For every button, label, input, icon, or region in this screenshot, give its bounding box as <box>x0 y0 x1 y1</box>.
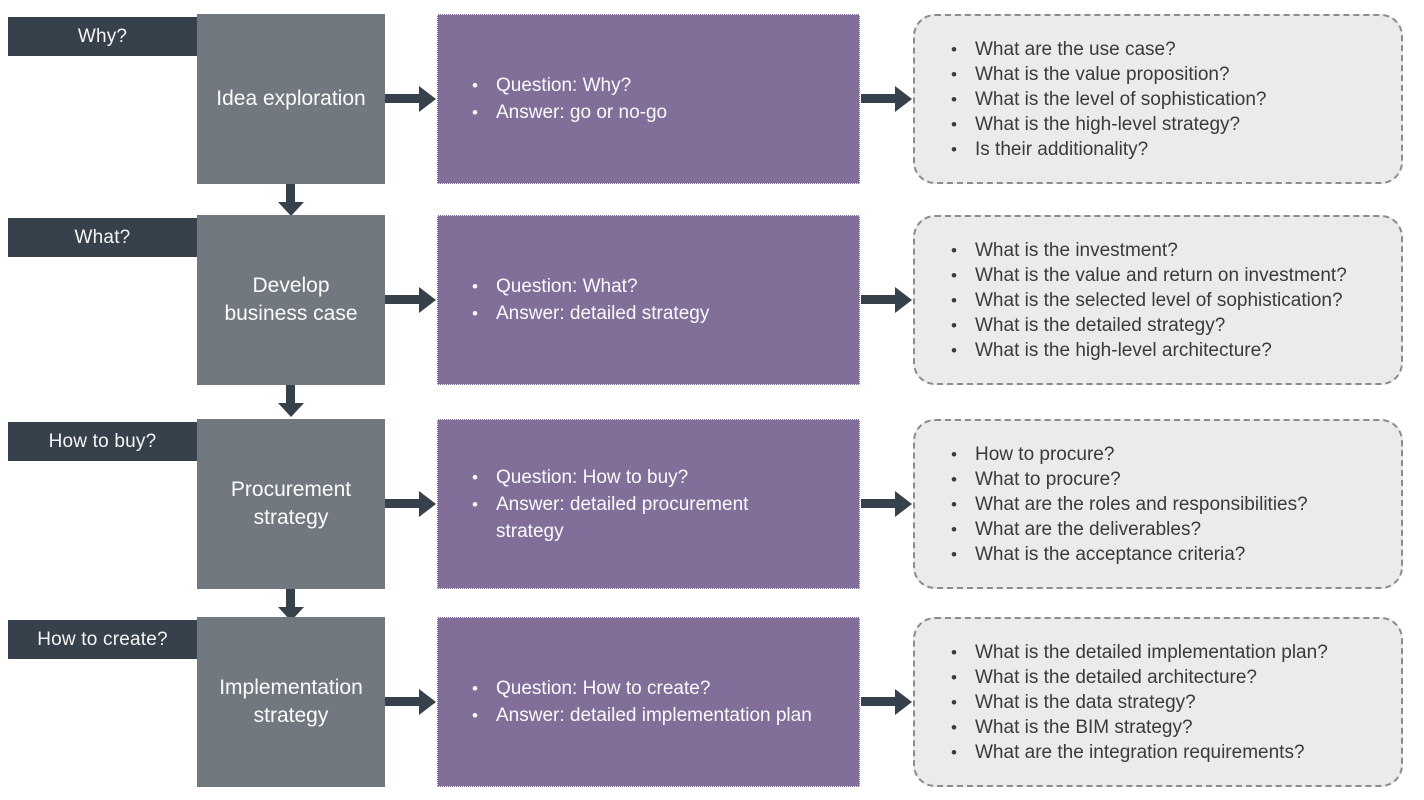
outputs-list: What is the detailed implementation plan… <box>915 640 1362 765</box>
arrow-down-icon <box>278 385 304 417</box>
output-bullet: What is the selected level of sophistica… <box>947 288 1347 313</box>
output-bullet: What is the acceptance criteria? <box>947 542 1308 567</box>
qa-bullet: Answer: detailed procurement strategy <box>466 491 817 545</box>
flow-row-implementation-strategy: How to create? Implementation strategy Q… <box>0 617 1424 787</box>
output-bullet: What to procure? <box>947 467 1308 492</box>
qa-box-what: Question: What? Answer: detailed strateg… <box>437 215 860 385</box>
output-bullet: What is the BIM strategy? <box>947 715 1328 740</box>
outputs-list: What is the investment? What is the valu… <box>915 238 1381 363</box>
qa-list: Question: What? Answer: detailed strateg… <box>438 273 751 327</box>
output-bullet: What is the detailed architecture? <box>947 665 1328 690</box>
output-bullet: What is the value and return on investme… <box>947 263 1347 288</box>
qa-list: Question: How to create? Answer: detaile… <box>438 675 854 729</box>
qa-bullet: Question: How to create? <box>466 675 812 702</box>
flow-row-develop-business-case: What? Develop business case Question: Wh… <box>0 215 1424 417</box>
output-bullet: What is the detailed strategy? <box>947 313 1347 338</box>
qa-bullet: Answer: go or no-go <box>466 99 667 126</box>
output-bullet: What are the use case? <box>947 37 1267 62</box>
stage-box-implementation-strategy: Implementation strategy <box>197 617 385 787</box>
qa-box-how-to-buy: Question: How to buy? Answer: detailed p… <box>437 419 860 589</box>
output-bullet: What is the investment? <box>947 238 1347 263</box>
output-bullet: What are the deliverables? <box>947 517 1308 542</box>
stage-box-procurement-strategy: Procurement strategy <box>197 419 385 589</box>
output-bullet: What is the level of sophistication? <box>947 87 1267 112</box>
qa-list: Question: How to buy? Answer: detailed p… <box>438 464 859 545</box>
output-bullet: What is the high-level architecture? <box>947 338 1347 363</box>
qa-bullet: Question: What? <box>466 273 709 300</box>
qa-bullet: Answer: detailed implementation plan <box>466 702 812 729</box>
qa-bullet: Question: How to buy? <box>466 464 817 491</box>
output-bullet: What are the roles and responsibilities? <box>947 492 1308 517</box>
outputs-box-what: What is the investment? What is the valu… <box>913 215 1403 385</box>
stage-box-idea-exploration: Idea exploration <box>197 14 385 184</box>
qa-list: Question: Why? Answer: go or no-go <box>438 72 709 126</box>
output-bullet: What is the detailed implementation plan… <box>947 640 1328 665</box>
outputs-list: How to procure? What to procure? What ar… <box>915 442 1342 567</box>
output-bullet: How to procure? <box>947 442 1308 467</box>
flow-row-procurement-strategy: How to buy? Procurement strategy Questio… <box>0 419 1424 621</box>
outputs-list: What are the use case? What is the value… <box>915 37 1301 162</box>
qa-box-how-to-create: Question: How to create? Answer: detaile… <box>437 617 860 787</box>
arrow-down-icon <box>278 184 304 216</box>
qa-box-why: Question: Why? Answer: go or no-go <box>437 14 860 184</box>
output-bullet: What is the value proposition? <box>947 62 1267 87</box>
qa-bullet: Question: Why? <box>466 72 667 99</box>
output-bullet: What are the integration requirements? <box>947 740 1328 765</box>
output-bullet: What is the data strategy? <box>947 690 1328 715</box>
outputs-box-how-to-create: What is the detailed implementation plan… <box>913 617 1403 787</box>
outputs-box-why: What are the use case? What is the value… <box>913 14 1403 184</box>
question-label-how-to-create: How to create? <box>8 620 197 659</box>
question-label-what: What? <box>8 218 197 257</box>
output-bullet: What is the high-level strategy? <box>947 112 1267 137</box>
stage-box-develop-business-case: Develop business case <box>197 215 385 385</box>
outputs-box-how-to-buy: How to procure? What to procure? What ar… <box>913 419 1403 589</box>
question-label-how-to-buy: How to buy? <box>8 422 197 461</box>
flow-row-idea-exploration: Why? Idea exploration Question: Why? Ans… <box>0 14 1424 216</box>
question-label-why: Why? <box>8 17 197 56</box>
output-bullet: Is their additionality? <box>947 137 1267 162</box>
qa-bullet: Answer: detailed strategy <box>466 300 709 327</box>
